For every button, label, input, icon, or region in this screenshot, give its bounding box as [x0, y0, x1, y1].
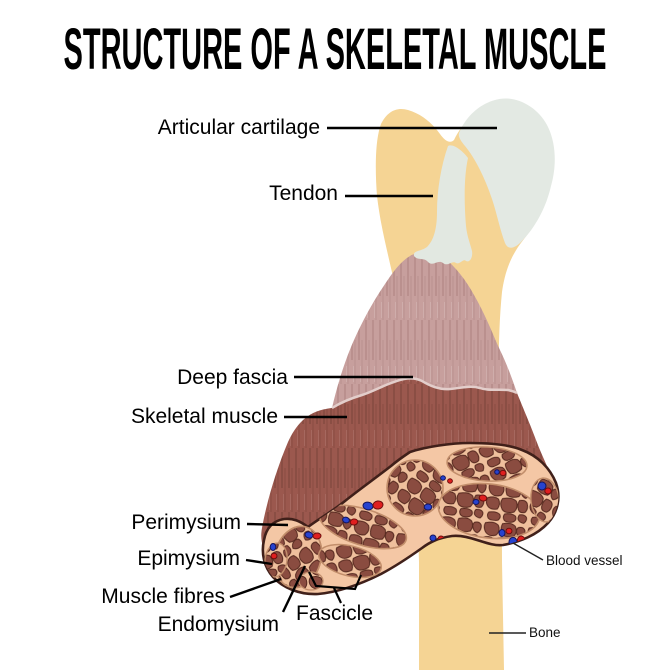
label-epimysium: Epimysium — [137, 547, 240, 570]
leader-epimysium — [245, 558, 273, 566]
label-skeletal-muscle: Skeletal muscle — [130, 405, 278, 428]
label-endomysium: Endomysium — [157, 613, 279, 636]
label-muscle-fibres: Muscle fibres — [101, 585, 225, 608]
fascicle-bracket-stem — [333, 587, 342, 604]
leader-muscle-fibres — [229, 577, 282, 599]
label-articular-cartilage: Articular cartilage — [157, 116, 320, 139]
articular-cartilage-shape — [458, 98, 555, 248]
leader-perimysium — [246, 522, 289, 527]
leader-lines — [229, 126, 497, 613]
tendon-shape — [413, 145, 473, 265]
small-leader-lines — [489, 542, 544, 634]
label-bone: Bone — [529, 625, 561, 640]
leader-blood-vessel — [512, 542, 544, 561]
label-perimysium: Perimysium — [131, 511, 241, 534]
fascicle-bracket — [308, 571, 363, 591]
label-blood-vessel: Blood vessel — [546, 553, 623, 568]
leader-endomysium — [281, 565, 307, 613]
label-fascicle: Fascicle — [296, 602, 374, 625]
deep-fascia-texture — [332, 251, 517, 408]
label-tendon: Tendon — [269, 182, 338, 205]
label-deep-fascia: Deep fascia — [177, 366, 288, 389]
fascia-edge-highlight — [331, 377, 518, 410]
page-title: STRUCTURE OF A SKELETAL MUSCLE — [63, 17, 607, 82]
